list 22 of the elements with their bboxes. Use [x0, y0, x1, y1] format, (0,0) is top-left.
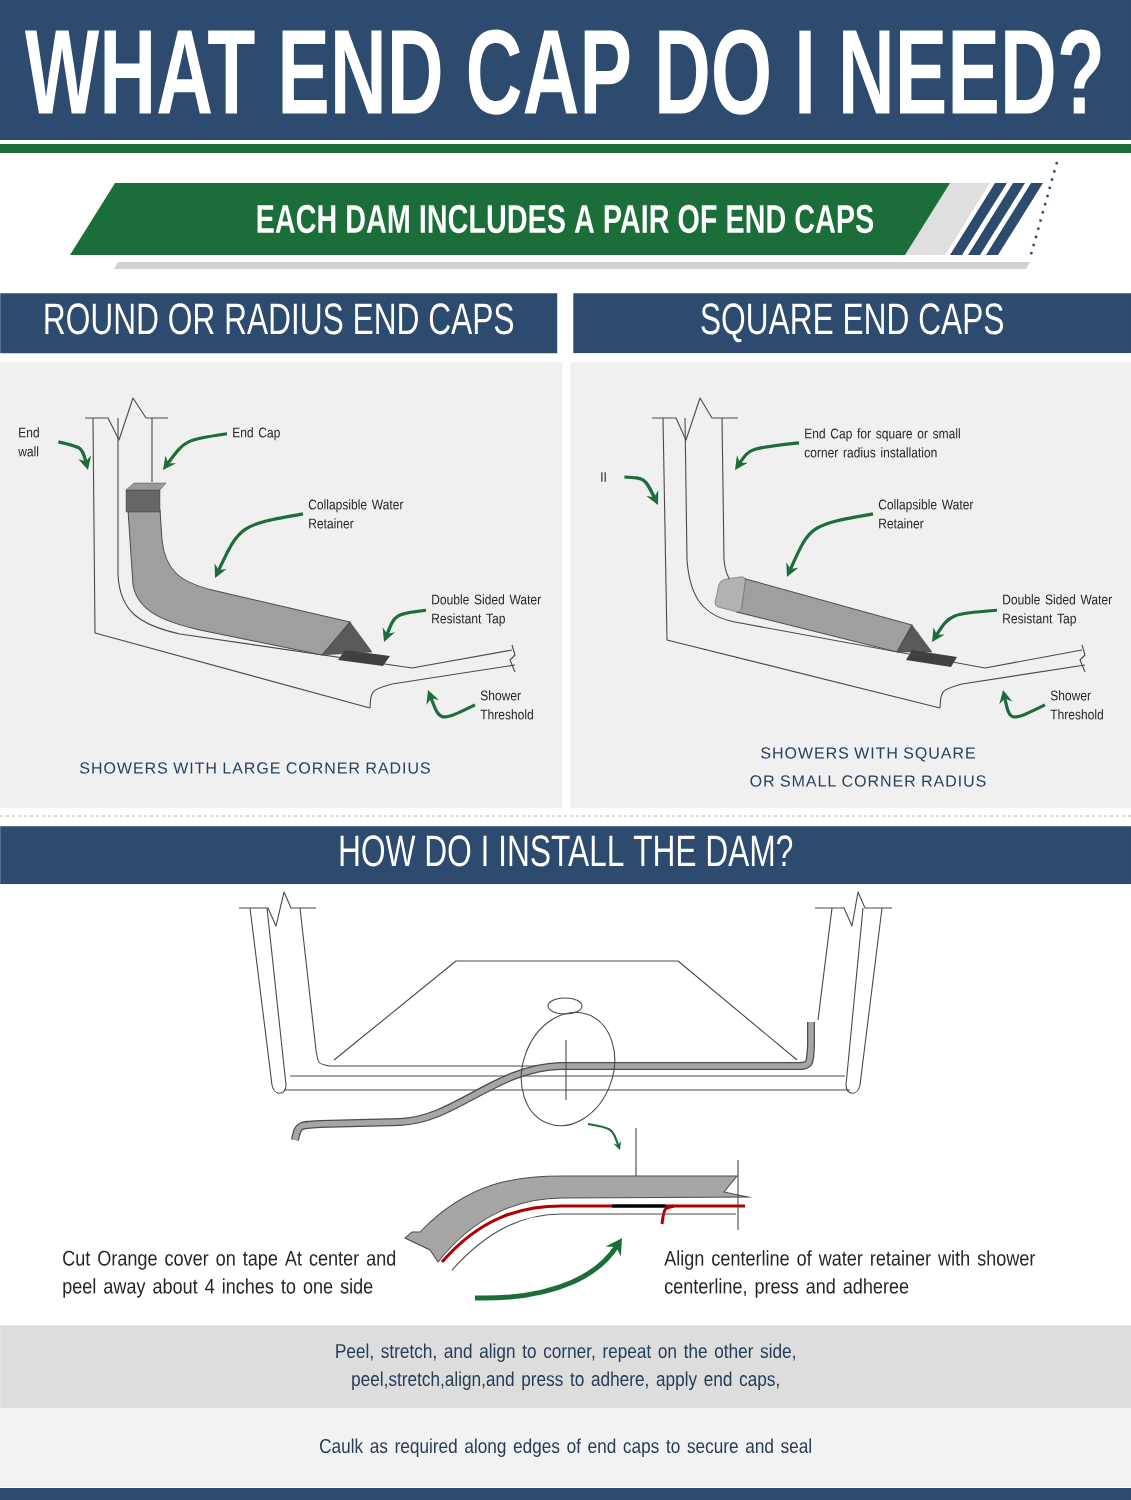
section-header: HOW DO I INSTALL THE DAM?: [0, 826, 1131, 885]
instruction-text: Align centerline of water retainer with shower centerline, press and adheree: [664, 1250, 1036, 1298]
callout-text: Double Sided Water Resistant Tap: [1003, 594, 1112, 627]
leader-arrow: [932, 608, 998, 642]
callout-text: II: [601, 472, 606, 482]
leader-arrow: [735, 441, 800, 470]
instruction-band: Peel, stretch, and align to corner, repeat on the other side, peel,stretch,align,and press to adhere, apply end caps,: [0, 1325, 1131, 1409]
leader-arrow: [163, 432, 228, 470]
callout-text: End Cap for square or small corner radius installation: [804, 428, 960, 458]
instruction-text: Cut Orange cover on tape At center and peel away about 4 inches to one side: [63, 1250, 396, 1298]
callout-text: End Cap: [233, 427, 280, 441]
instruction-band: Caulk as required along edges of end caps to secure and seal: [0, 1408, 1131, 1488]
callout-text: Collapsible Water Retainer: [878, 499, 974, 529]
callout-text: Collapsible Water Retainer: [308, 499, 404, 529]
callout-text: Shower Threshold: [480, 690, 533, 720]
title-band: WHAT END CAP DO I NEED?: [0, 0, 1131, 140]
section-header: SQUARE END CAPS: [573, 293, 1131, 354]
section-header: ROUND OR RADIUS END CAPS: [0, 293, 558, 354]
callout-text: End wall: [18, 427, 39, 457]
banner: EACH DAM INCLUDES A PAIR OF END CAPS: [70, 183, 950, 255]
callout-text: Shower Threshold: [1050, 690, 1103, 720]
callout-text: Double Sided Water Resistant Tap: [432, 594, 541, 627]
